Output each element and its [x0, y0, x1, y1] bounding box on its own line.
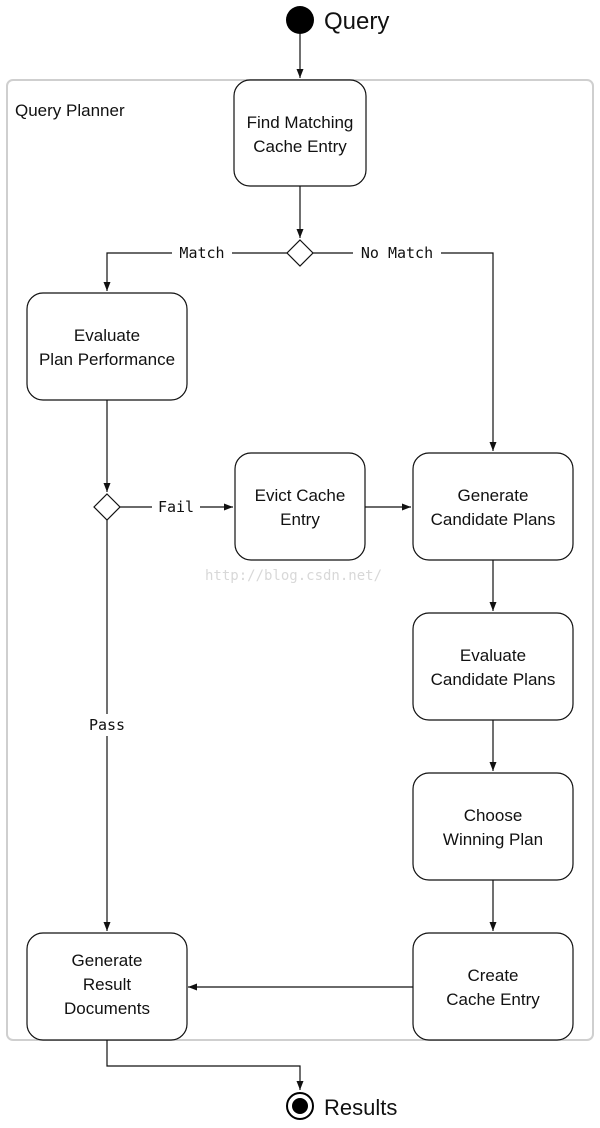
edge-label-no-match: No Match	[361, 244, 433, 262]
end-node	[286, 1092, 314, 1120]
edge-genresult-end	[106, 1040, 304, 1090]
edge-label-pass: Pass	[89, 716, 125, 734]
edge-label-fail: Fail	[158, 498, 194, 516]
container-label: Query Planner	[15, 101, 125, 120]
decision-plan-performance	[93, 493, 121, 521]
edge-no-match	[313, 252, 497, 451]
watermark: http://blog.csdn.net/	[205, 568, 382, 584]
decision-cache-match	[286, 239, 314, 267]
edge-label-match: Match	[179, 244, 224, 262]
start-label: Query	[324, 8, 389, 35]
end-label: Results	[324, 1095, 397, 1120]
start-node	[286, 6, 314, 34]
